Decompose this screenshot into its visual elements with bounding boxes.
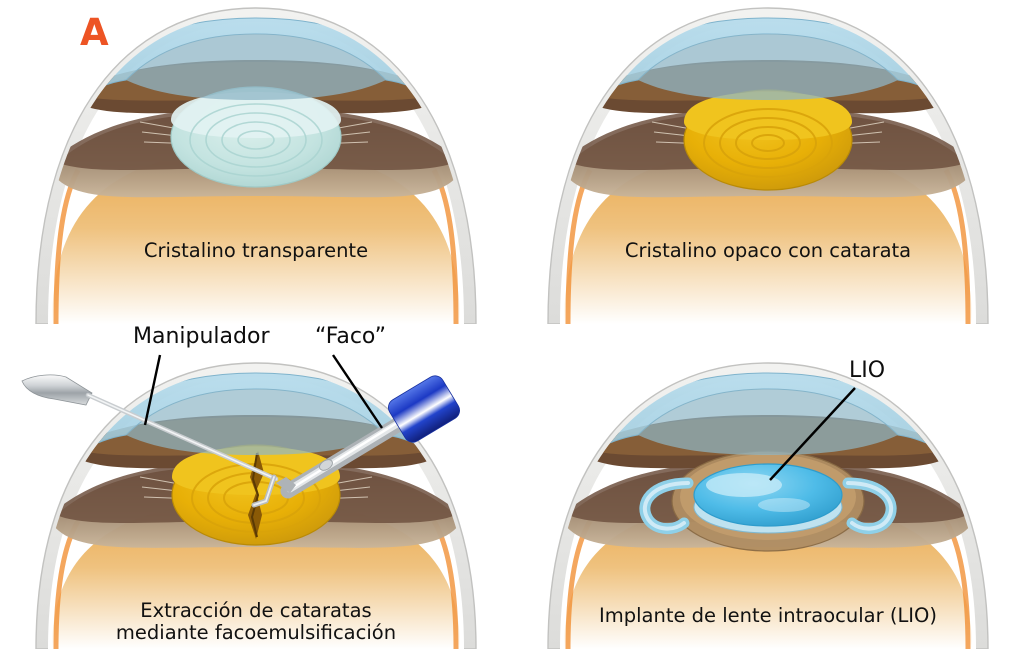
label-manipulador: Manipulador	[133, 324, 270, 349]
manipulator-instrument	[21, 374, 279, 508]
panel-d: D	[512, 325, 1024, 649]
eye-diagram-b	[547, 7, 989, 324]
panel-b: B	[512, 0, 1024, 324]
caption-panel-d: Implante de lente intraocular (LIO)	[598, 604, 938, 627]
caption-panel-a: Cristalino transparente	[143, 239, 369, 262]
phaco-handpiece	[276, 375, 460, 499]
caption-panel-c: Extracción de cataratas mediante facoemu…	[115, 599, 397, 644]
eye-diagram-a	[35, 7, 477, 324]
label-lio: LIO	[849, 358, 886, 383]
label-faco: “Faco”	[315, 324, 387, 349]
panel-a: A	[0, 0, 512, 324]
caption-panel-b: Cristalino opaco con catarata	[624, 239, 912, 262]
panel-letter-a: A	[80, 11, 109, 54]
eye-diagram-d	[547, 362, 989, 649]
